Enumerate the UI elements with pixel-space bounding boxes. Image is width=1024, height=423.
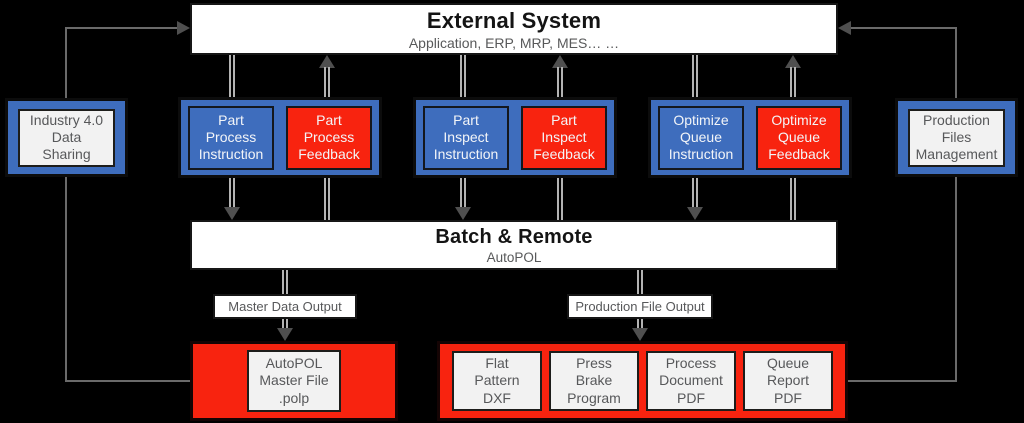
line-production-down xyxy=(955,177,957,382)
queue-report-pdf-card: Queue Report PDF xyxy=(743,351,833,411)
line-files-to-production xyxy=(848,380,957,382)
shaft-queue-feedback-bottom xyxy=(790,178,796,220)
optimize-queue-feedback-box: Optimize Queue Feedback xyxy=(756,105,842,170)
autopol-master-file-card: AutoPOL Master File .polp xyxy=(247,350,341,412)
shaft-process-feedback-bottom xyxy=(324,178,330,220)
shaft-process-instruction-bottom xyxy=(229,178,235,208)
industry-data-sharing-label: Industry 4.0 Data Sharing xyxy=(18,108,115,167)
shaft-queue-instruction-bottom xyxy=(692,178,698,208)
external-system-subtitle: Application, ERP, MRP, MES… … xyxy=(408,34,620,51)
part-process-feedback-box: Part Process Feedback xyxy=(286,105,372,170)
optimize-queue-group: Optimize Queue Instruction Optimize Queu… xyxy=(648,97,852,178)
production-file-output-label: Production File Output xyxy=(567,294,713,319)
arrow-queue-instruction-down-icon xyxy=(687,207,703,220)
press-brake-program-card: Press Brake Program xyxy=(549,351,639,411)
shaft-master-output-upper xyxy=(282,270,288,295)
part-inspect-group: Part Inspect Instruction Part Inspect Fe… xyxy=(413,97,617,178)
part-inspect-feedback-box: Part Inspect Feedback xyxy=(521,105,607,170)
production-files-management-label: Production Files Management xyxy=(908,108,1005,167)
batch-remote-box: Batch & Remote AutoPOL xyxy=(190,220,838,270)
line-industry-up xyxy=(65,27,67,98)
arrow-queue-feedback-up-icon xyxy=(785,55,801,68)
shaft-inspect-instruction-top xyxy=(460,55,466,97)
optimize-queue-instruction-box: Optimize Queue Instruction xyxy=(658,105,744,170)
arrow-into-external-right-icon xyxy=(838,21,851,35)
part-process-instruction-box: Part Process Instruction xyxy=(188,105,274,170)
shaft-inspect-feedback-bottom xyxy=(557,178,563,220)
production-output-group: Flat Pattern DXF Press Brake Program Pro… xyxy=(437,341,848,421)
line-master-to-industry xyxy=(65,380,190,382)
batch-remote-subtitle: AutoPOL xyxy=(486,249,542,265)
flat-pattern-dxf-card: Flat Pattern DXF xyxy=(452,351,542,411)
line-industry-down xyxy=(65,177,67,382)
production-files-management-node: Production Files Management xyxy=(895,98,1018,177)
shaft-inspect-feedback-top xyxy=(557,67,563,97)
shaft-production-output-lower xyxy=(637,318,643,329)
arrow-process-instruction-down-icon xyxy=(224,207,240,220)
shaft-queue-instruction-top xyxy=(692,55,698,97)
line-industry-to-external xyxy=(65,27,177,29)
shaft-master-output-lower xyxy=(282,318,288,329)
shaft-production-output-upper xyxy=(637,270,643,295)
arrow-inspect-instruction-down-icon xyxy=(455,207,471,220)
shaft-queue-feedback-top xyxy=(790,67,796,97)
arrow-into-external-left-icon xyxy=(177,21,190,35)
external-system-box: External System Application, ERP, MRP, M… xyxy=(190,3,838,55)
industry-data-sharing-node: Industry 4.0 Data Sharing xyxy=(5,98,128,177)
part-inspect-instruction-box: Part Inspect Instruction xyxy=(423,105,509,170)
arrow-inspect-feedback-up-icon xyxy=(552,55,568,68)
part-process-group: Part Process Instruction Part Process Fe… xyxy=(178,97,382,178)
master-data-output-label: Master Data Output xyxy=(213,294,357,319)
line-production-up xyxy=(955,27,957,98)
external-system-title: External System xyxy=(426,7,602,33)
batch-remote-title: Batch & Remote xyxy=(435,225,593,248)
shaft-inspect-instruction-bottom xyxy=(460,178,466,208)
master-output-group: AutoPOL Master File .polp xyxy=(190,341,398,421)
line-production-to-external xyxy=(851,27,957,29)
process-document-pdf-card: Process Document PDF xyxy=(646,351,736,411)
arrow-process-feedback-up-icon xyxy=(319,55,335,68)
arrow-master-output-down-icon xyxy=(277,328,293,341)
shaft-process-feedback-top xyxy=(324,67,330,97)
arrow-production-output-down-icon xyxy=(632,328,648,341)
shaft-process-instruction-top xyxy=(229,55,235,97)
